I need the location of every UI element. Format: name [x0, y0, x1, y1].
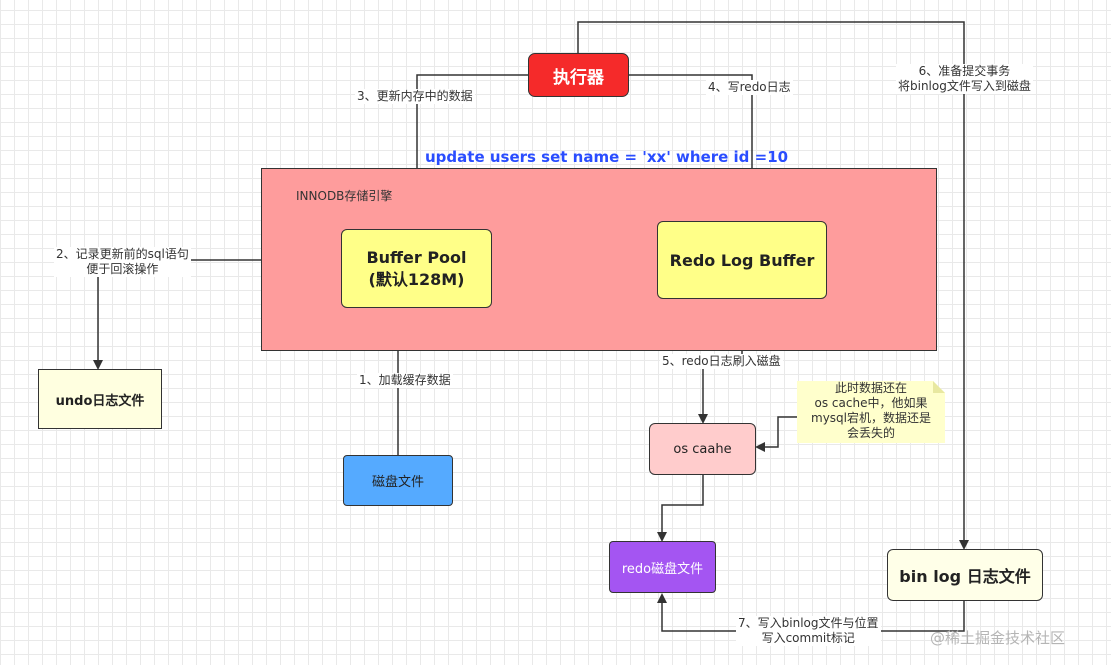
- binlog-file-label: bin log 日志文件: [899, 567, 1031, 586]
- binlog-file-box: bin log 日志文件: [887, 549, 1043, 601]
- executor-label: 执行器: [553, 67, 604, 88]
- executor-box: 执行器: [528, 53, 629, 97]
- redo-log-buffer-box: Redo Log Buffer: [657, 221, 827, 299]
- note-connector: [755, 416, 797, 452]
- arrow-prepare-commit: [577, 21, 969, 550]
- watermark: @稀土掘金技术社区: [930, 629, 1066, 647]
- undo-file-label: undo日志文件: [55, 393, 145, 409]
- buffer-pool-box: Buffer Pool (默认128M): [341, 229, 492, 308]
- undo-file-box: undo日志文件: [38, 369, 162, 429]
- disk-file-box: 磁盘文件: [343, 455, 453, 506]
- engine-title: INNODB存储引擎: [296, 189, 393, 203]
- step-6-label: 6、准备提交事务 将binlog文件写入到磁盘: [896, 64, 1033, 94]
- step-7-label: 7、写入binlog文件与位置 写入commit标记: [736, 616, 881, 646]
- arrow-cache-to-disk: [657, 475, 704, 542]
- os-cache-box: os caahe: [649, 423, 756, 475]
- disk-file-label: 磁盘文件: [371, 475, 424, 490]
- note-fold: [933, 381, 945, 393]
- buffer-pool-label: Buffer Pool (默认128M): [366, 247, 467, 289]
- step-2-label: 2、记录更新前的sql语句 便于回滚操作: [54, 247, 191, 277]
- step-4-label: 4、写redo日志: [706, 80, 793, 95]
- redo-log-buffer-label: Redo Log Buffer: [669, 250, 815, 270]
- step-3-label: 3、更新内存中的数据: [355, 89, 475, 104]
- note-shape: [797, 381, 945, 443]
- step-1-label: 1、加载缓存数据: [357, 373, 453, 388]
- redo-disk-file-label: redo磁盘文件: [621, 561, 704, 577]
- os-cache-label: os caahe: [673, 441, 732, 457]
- step-5-label: 5、redo日志刷入磁盘: [660, 354, 783, 369]
- note-text: 此时数据还在 os cache中，他如果 mysql宕机，数据还是 会丢失的: [811, 381, 931, 440]
- sql-statement: update users set name = 'xx' where id =1…: [425, 148, 789, 166]
- redo-disk-file-box: redo磁盘文件: [609, 541, 716, 593]
